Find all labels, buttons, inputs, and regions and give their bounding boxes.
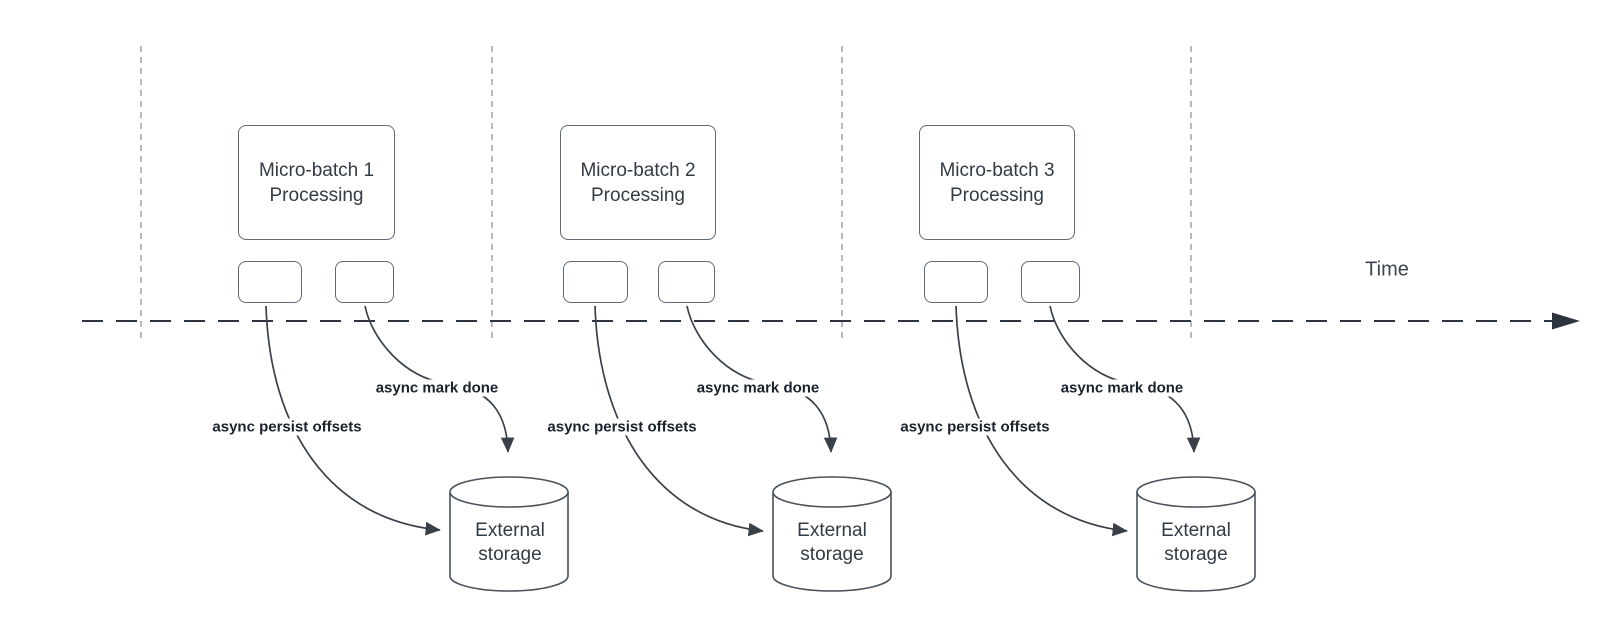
mark-done-source-box-2 — [658, 261, 715, 303]
micro-batch-2-title-line2: Processing — [591, 184, 685, 206]
time-label: Time — [1365, 258, 1409, 281]
micro-batch-2-box: Micro-batch 2 Processing — [560, 125, 716, 240]
persist-offsets-source-box-2 — [563, 261, 628, 303]
micro-batch-1-title-line1: Micro-batch 1 — [258, 159, 375, 181]
micro-batch-3-title-line2: Processing — [950, 184, 1044, 206]
external-storage-cylinder-3 — [1136, 476, 1256, 592]
external-storage-label-1-line1: External — [475, 520, 545, 541]
external-storage-cylinder-1 — [449, 476, 569, 592]
mark-done-label-2: async mark done — [693, 379, 823, 397]
persist-offsets-label-3: async persist offsets — [897, 418, 1053, 436]
mark-done-source-box-1 — [335, 261, 394, 303]
external-storage-label-2-line1: External — [797, 520, 867, 541]
external-storage-label-1-line2: storage — [478, 544, 542, 565]
mark-done-label-3: async mark done — [1057, 379, 1187, 397]
timeline-arrowhead-icon — [1552, 312, 1580, 330]
micro-batch-2-title-line1: Micro-batch 2 — [580, 159, 696, 181]
external-storage-cylinder-2 — [772, 476, 892, 592]
persist-offsets-label-2: async persist offsets — [544, 418, 700, 436]
external-storage-label-3-line1: External — [1161, 520, 1231, 541]
external-storage-label-3-line2: storage — [1164, 544, 1228, 565]
persist-offsets-arrow-3 — [955, 305, 1128, 537]
external-storage-label-3: External storage — [1161, 519, 1231, 567]
persist-offsets-label-1: async persist offsets — [209, 418, 365, 436]
micro-batch-1-box: Micro-batch 1 Processing — [238, 125, 395, 240]
external-storage-label-2: External storage — [797, 519, 867, 567]
persist-offsets-source-box-1 — [238, 261, 302, 303]
external-storage-label-1: External storage — [475, 519, 545, 567]
mark-done-source-box-3 — [1021, 261, 1080, 303]
micro-batch-3-title-line1: Micro-batch 3 — [939, 159, 1055, 181]
micro-batch-3-box: Micro-batch 3 Processing — [919, 125, 1075, 240]
persist-offsets-arrow-1 — [265, 305, 441, 536]
micro-batch-1-title-line2: Processing — [269, 184, 364, 206]
external-storage-label-2-line2: storage — [800, 544, 864, 565]
persist-offsets-arrow-2 — [594, 305, 764, 537]
mark-done-label-1: async mark done — [372, 379, 502, 397]
persist-offsets-source-box-3 — [924, 261, 988, 303]
